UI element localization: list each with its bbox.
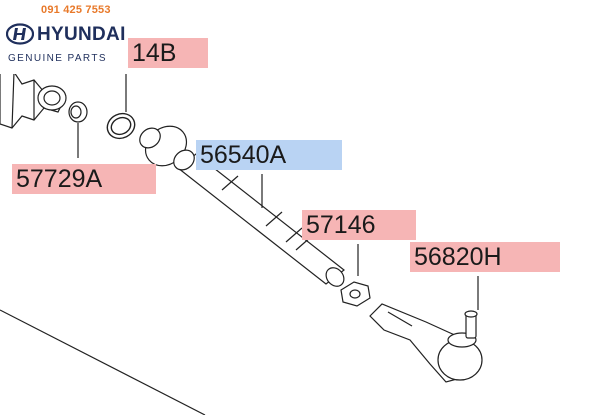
phone-number: 091 425 7553	[41, 4, 111, 16]
brand-name: HYUNDAI	[37, 24, 126, 45]
chassis-edge-line	[0, 309, 206, 415]
callout-14B: 14B	[128, 38, 208, 68]
callout-56820H: 56820H	[410, 242, 560, 272]
callout-57729A: 57729A	[12, 164, 156, 194]
callout-57146: 57146	[302, 210, 416, 240]
bellows-boot	[0, 69, 67, 129]
callout-56540A: 56540A	[196, 140, 342, 170]
brand-tagline: GENUINE PARTS	[8, 53, 107, 64]
hyundai-emblem-icon	[6, 23, 34, 45]
hyundai-logo: HYUNDAI	[6, 23, 126, 47]
band-clip	[68, 101, 88, 123]
brand-watermark: 091 425 7553 HYUNDAI GENUINE PARTS	[0, 0, 130, 74]
lock-nut	[340, 281, 371, 307]
o-ring	[106, 112, 136, 140]
inner-tie-rod	[139, 125, 345, 287]
tie-rod-end	[369, 303, 483, 383]
